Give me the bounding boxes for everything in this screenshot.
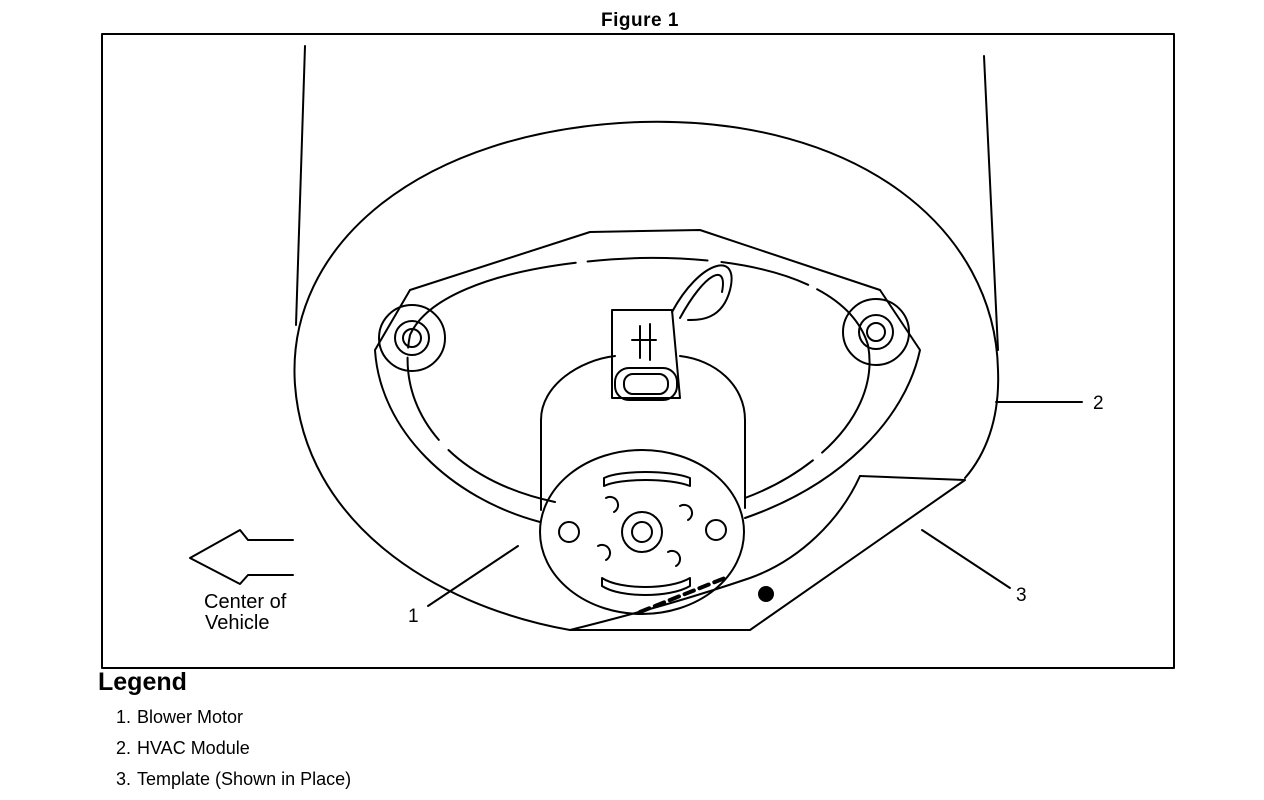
legend-item: 2.HVAC Module [116, 737, 351, 768]
leader-line-3 [921, 529, 1011, 589]
center-of-vehicle-arrow [189, 529, 294, 585]
left-mount-ear [378, 304, 446, 372]
electrical-connector [611, 309, 681, 401]
hvac-module-housing [293, 120, 1000, 631]
legend-item: 3.Template (Shown in Place) [116, 768, 351, 799]
legend-item-number: 3. [116, 769, 132, 789]
blower-motor-body [540, 355, 746, 511]
motor-wire [671, 264, 733, 321]
legend-item-number: 1. [116, 707, 132, 727]
motor-wire-2 [679, 273, 724, 319]
legend-item-label: Template (Shown in Place) [137, 769, 352, 789]
mounting-bracket [374, 229, 921, 523]
leader-line-1 [427, 545, 519, 607]
callout-2: 2 [1093, 393, 1104, 414]
bracket-opening [406, 256, 871, 503]
direction-label-line1: Center of [204, 591, 287, 613]
figure-frame [101, 33, 1175, 669]
module-right-wall [983, 55, 999, 351]
legend-item-label: Blower Motor [137, 707, 244, 727]
direction-label-line2: Vehicle [205, 612, 270, 634]
blower-motor-end-cap [539, 449, 745, 615]
figure-title: Figure 1 [601, 10, 679, 31]
legend-item-number: 2. [116, 738, 132, 758]
callout-3: 3 [1016, 585, 1027, 606]
legend-list: 1.Blower Motor 2.HVAC Module 3.Template … [116, 706, 351, 799]
module-left-wall [295, 45, 306, 326]
template-plate [569, 475, 966, 631]
legend-item-label: HVAC Module [137, 738, 250, 758]
right-mount-ear [842, 298, 910, 366]
legend-title: Legend [98, 668, 187, 696]
legend-item: 1.Blower Motor [116, 706, 351, 737]
callout-1: 1 [408, 606, 419, 627]
